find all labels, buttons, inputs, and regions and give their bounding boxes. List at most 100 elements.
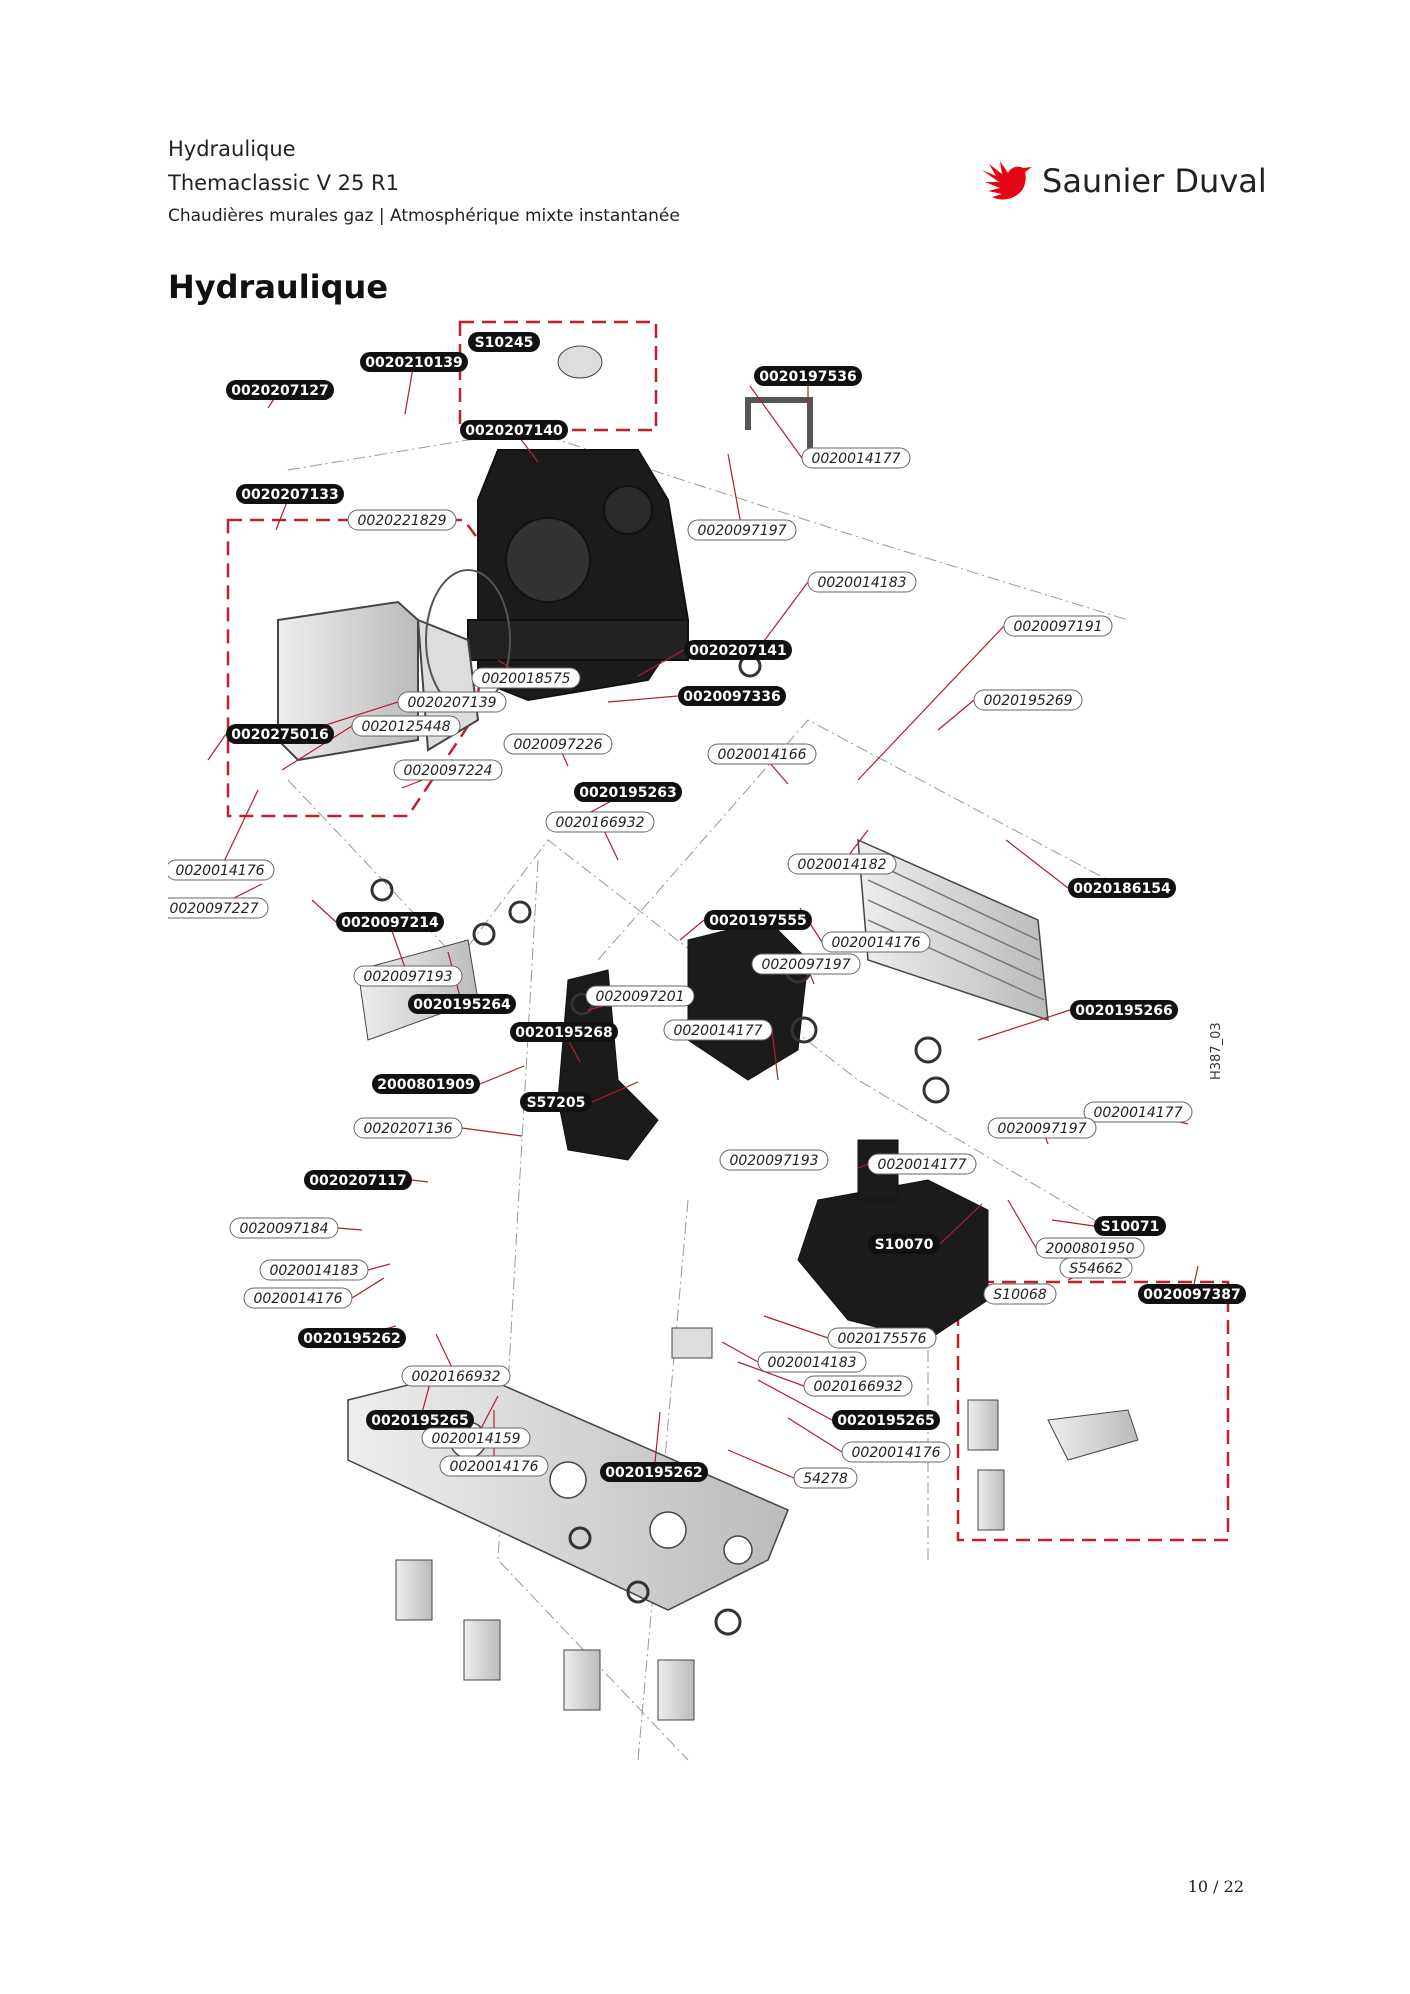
part-label: 0020014159 bbox=[421, 1427, 531, 1449]
leader-line bbox=[737, 1361, 805, 1387]
leader-line bbox=[219, 789, 259, 871]
part-number: 0020097387 bbox=[1143, 1287, 1240, 1303]
part-label-box bbox=[304, 1170, 412, 1190]
leader-line bbox=[461, 1127, 523, 1137]
part-label: 0020014177 bbox=[1083, 1101, 1193, 1123]
part-label-box bbox=[868, 1234, 940, 1254]
part-label-box bbox=[366, 1410, 474, 1430]
leader-line bbox=[787, 1417, 843, 1453]
part-label: 0020014176 bbox=[439, 1455, 549, 1477]
expansion-pipe bbox=[745, 397, 813, 460]
header-product: Themaclassic V 25 R1 bbox=[168, 171, 399, 195]
part-label: 0020207133 bbox=[236, 484, 344, 504]
part-number: 0020166932 bbox=[555, 815, 644, 831]
leader-line bbox=[763, 1315, 829, 1339]
part-label: 0020197555 bbox=[704, 910, 812, 930]
part-number: 0020014176 bbox=[831, 935, 920, 951]
leader-line bbox=[367, 1263, 391, 1271]
page-number: 10 / 22 bbox=[1187, 1877, 1244, 1896]
leader-line bbox=[857, 1163, 869, 1169]
drawing-code: H387_03 bbox=[1209, 1022, 1224, 1080]
part-label: 0020195264 bbox=[408, 994, 516, 1014]
part-label: S54662 bbox=[1059, 1257, 1133, 1279]
leader-line bbox=[311, 899, 337, 923]
part-label-box bbox=[397, 691, 507, 713]
part-number: 0020097336 bbox=[683, 689, 780, 705]
part-label: 0020097197 bbox=[751, 953, 861, 975]
leader-line bbox=[281, 725, 353, 771]
part-label: 0020014176 bbox=[168, 859, 275, 881]
leader-line bbox=[1051, 1219, 1095, 1227]
part-label-box bbox=[468, 332, 540, 352]
brand-name: Saunier Duval bbox=[1042, 162, 1267, 200]
exploded-parts-diagram: S10245 0020210139 0020207127 0020197536 0020… bbox=[168, 320, 1246, 1761]
leader-line bbox=[727, 453, 743, 531]
part-label-box bbox=[336, 912, 444, 932]
part-label: 0020221829 bbox=[347, 509, 457, 531]
part-label-box bbox=[803, 1375, 913, 1397]
part-number: S10071 bbox=[1101, 1219, 1160, 1235]
part-number: 0020097224 bbox=[403, 763, 492, 779]
part-label-box bbox=[393, 759, 503, 781]
part-number: 0020207141 bbox=[689, 643, 786, 659]
part-number: 0020018575 bbox=[481, 671, 570, 687]
leader-line bbox=[1007, 1199, 1037, 1249]
part-label: 0020014183 bbox=[757, 1351, 867, 1373]
part-number: 0020014176 bbox=[175, 863, 264, 879]
part-label-box bbox=[719, 1149, 829, 1171]
part-number: 0020197536 bbox=[759, 369, 856, 385]
part-label: 0020166932 bbox=[401, 1365, 511, 1387]
part-label-box bbox=[707, 743, 817, 765]
part-label: 2000801909 bbox=[372, 1074, 480, 1094]
leader-line bbox=[479, 1065, 525, 1085]
part-label: 0020197536 bbox=[754, 366, 862, 386]
bottom-fittings bbox=[395, 1559, 695, 1721]
part-label-box bbox=[226, 724, 334, 744]
part-label-box bbox=[259, 1259, 369, 1281]
part-label-box bbox=[168, 859, 275, 881]
leader-line bbox=[351, 1277, 385, 1299]
part-label: 2000801950 bbox=[1035, 1237, 1145, 1259]
part-number: 0020014176 bbox=[449, 1459, 538, 1475]
part-number: 0020221829 bbox=[357, 513, 446, 529]
part-label: S57205 bbox=[520, 1092, 592, 1112]
part-number: S10245 bbox=[475, 335, 534, 351]
part-label: 0020097197 bbox=[687, 519, 797, 541]
part-label-box bbox=[821, 931, 931, 953]
part-label: 0020186154 bbox=[1068, 878, 1176, 898]
part-number: 2000801950 bbox=[1045, 1241, 1134, 1257]
part-label-box bbox=[1094, 1216, 1166, 1236]
part-label: 0020014183 bbox=[259, 1259, 369, 1281]
part-label-box bbox=[574, 782, 682, 802]
part-label: 0020195269 bbox=[973, 689, 1083, 711]
leader-line bbox=[977, 1009, 1071, 1041]
part-number: 0020195264 bbox=[413, 997, 511, 1013]
part-number: 0020014177 bbox=[811, 451, 900, 467]
pump-housing bbox=[467, 449, 690, 702]
part-label-box bbox=[243, 1287, 353, 1309]
part-number: 0020166932 bbox=[411, 1369, 500, 1385]
filling-loop-kit bbox=[967, 1399, 1139, 1531]
part-label: 54278 bbox=[793, 1467, 858, 1489]
part-number: S54662 bbox=[1069, 1261, 1123, 1277]
part-label: 0020207127 bbox=[226, 380, 334, 400]
part-label-box bbox=[841, 1441, 951, 1463]
part-number: 0020195262 bbox=[605, 1465, 702, 1481]
part-label-box bbox=[807, 571, 917, 593]
part-label-box bbox=[503, 733, 613, 755]
leader-line bbox=[337, 1227, 363, 1231]
part-label: 0020195263 bbox=[574, 782, 682, 802]
part-label: 0020097197 bbox=[987, 1117, 1097, 1139]
part-label: S10068 bbox=[983, 1283, 1057, 1305]
part-label-box bbox=[1070, 1000, 1178, 1020]
part-label-box bbox=[510, 1022, 618, 1042]
part-label-box bbox=[757, 1351, 867, 1373]
part-number: 0020186154 bbox=[1073, 881, 1171, 897]
part-label: 0020195262 bbox=[298, 1328, 406, 1348]
part-label-box bbox=[1059, 1257, 1133, 1279]
part-number: 0020210139 bbox=[365, 355, 462, 371]
part-number: 2000801909 bbox=[377, 1077, 474, 1093]
part-label-box bbox=[983, 1283, 1057, 1305]
part-number: 0020207136 bbox=[363, 1121, 452, 1137]
part-label: 0020207141 bbox=[684, 640, 792, 660]
